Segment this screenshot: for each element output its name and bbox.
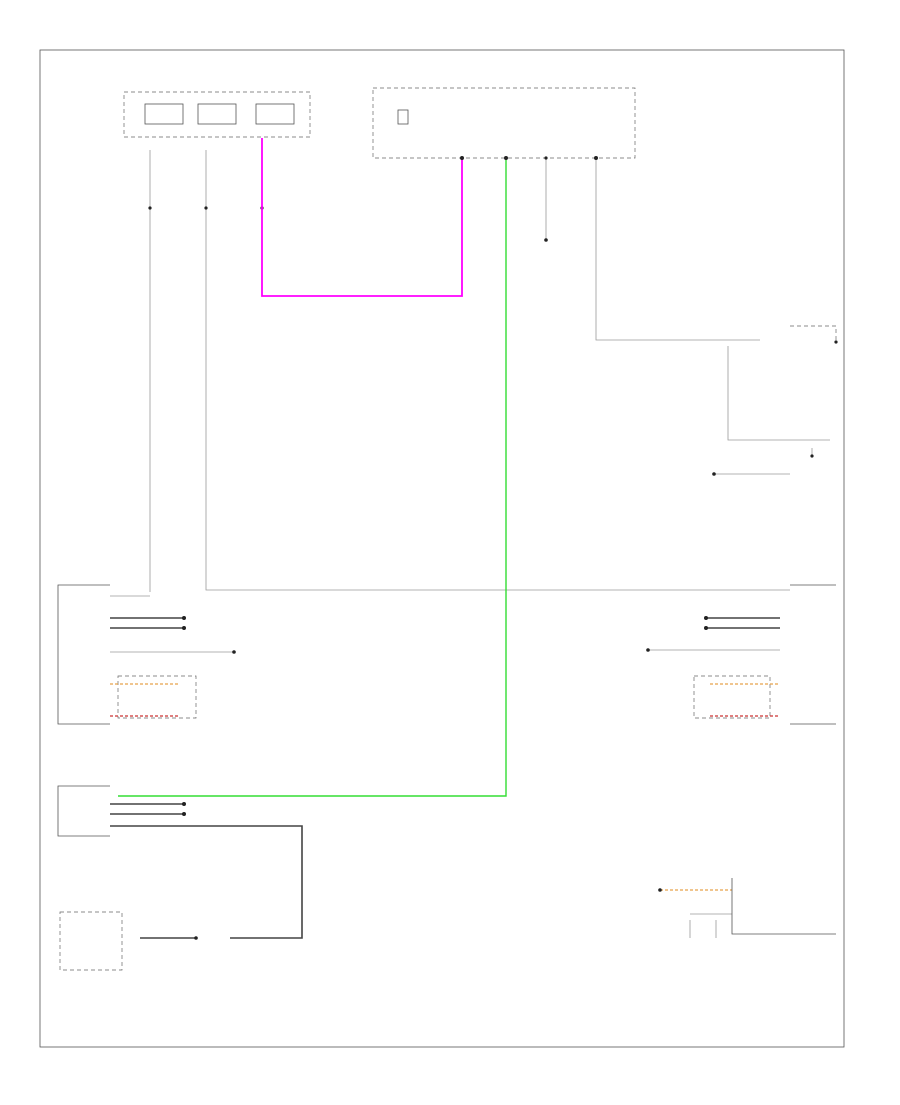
right-sensor-box [693, 675, 771, 719]
connector-node [204, 206, 208, 210]
bottom-right-component [658, 878, 836, 938]
fuse-2 [197, 103, 237, 125]
wire-pink-loop [261, 138, 463, 297]
connector-node [594, 156, 598, 160]
fuse-3 [255, 103, 295, 125]
connector-node [712, 472, 716, 476]
left-sensor-box [117, 675, 197, 719]
connector-node [460, 156, 464, 160]
right-side-module [646, 584, 836, 725]
right-sub-box [790, 325, 837, 342]
connector-node [544, 156, 548, 160]
wire-right-loop [727, 346, 830, 441]
left-side-module [57, 584, 236, 725]
diagram-frame [39, 49, 845, 1048]
wire-green-bus [118, 158, 507, 797]
wire-feed-2 [205, 150, 790, 591]
top-control-module [372, 87, 636, 159]
fuse-block [123, 91, 311, 138]
connector-node [504, 156, 508, 160]
wire-right-branch [595, 158, 760, 341]
ground-point [544, 238, 548, 242]
internal-switch [397, 109, 409, 125]
connector-node [148, 206, 152, 210]
fuse-1 [144, 103, 184, 125]
wire-dark-run [110, 825, 303, 939]
ground-point [810, 454, 814, 458]
bottom-left-connector [57, 785, 303, 940]
connector-node [834, 340, 838, 344]
bottom-left-component [59, 911, 123, 971]
